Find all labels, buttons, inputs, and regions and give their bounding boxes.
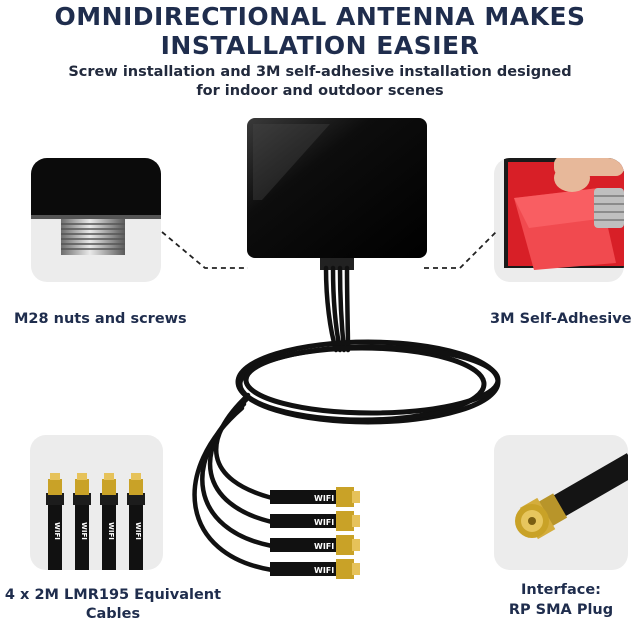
antenna-body-icon <box>247 118 427 270</box>
cable-coil-icon <box>235 339 501 425</box>
leader-line-adhesive <box>424 231 497 269</box>
nuts-screws-label: M28 nuts and screws <box>14 311 187 327</box>
screw-thread-icon <box>31 158 161 255</box>
cable-print-text: WIFI <box>314 494 334 503</box>
page-title-line1: OMNIDIRECTIONAL ANTENNA MAKES <box>54 2 586 31</box>
interface-label-line2: RP SMA Plug <box>508 602 614 618</box>
subtitle-line2: for indoor and outdoor scenes <box>196 83 444 99</box>
cable-bundle-icon: WIFI WIFI WIFI WIFI <box>46 473 145 570</box>
nuts-screws-panel <box>31 158 161 282</box>
page-title-line2: INSTALLATION EASIER <box>160 31 480 60</box>
sma-connector-icon <box>515 453 628 540</box>
cable-print-text: WIFI <box>314 566 334 575</box>
adhesive-pad-icon <box>504 158 624 270</box>
cable-print-text: WIFI <box>314 542 334 551</box>
cables-panel: WIFI WIFI WIFI WIFI <box>30 435 163 570</box>
cables-label-line1: 4 x 2M LMR195 Equivalent <box>4 587 222 603</box>
adhesive-label: 3M Self-Adhesive <box>490 311 632 327</box>
interface-label-line1: Interface: <box>521 582 601 598</box>
subtitle-line1: Screw installation and 3M self-adhesive … <box>68 64 572 80</box>
cable-print-text: WIFI <box>314 518 334 527</box>
cables-label-line2: Cables <box>85 606 141 622</box>
cable-print-text: WIFI <box>53 522 61 540</box>
cable-print-text: WIFI <box>107 522 115 540</box>
cable-print-text: WIFI <box>80 522 88 540</box>
cable-print-text: WIFI <box>134 522 142 540</box>
sma-connector-row: WIFI WIFI WIFI WIFI <box>270 487 360 579</box>
leader-line-nuts <box>161 231 248 269</box>
interface-panel <box>494 435 628 570</box>
adhesive-panel <box>494 158 624 282</box>
